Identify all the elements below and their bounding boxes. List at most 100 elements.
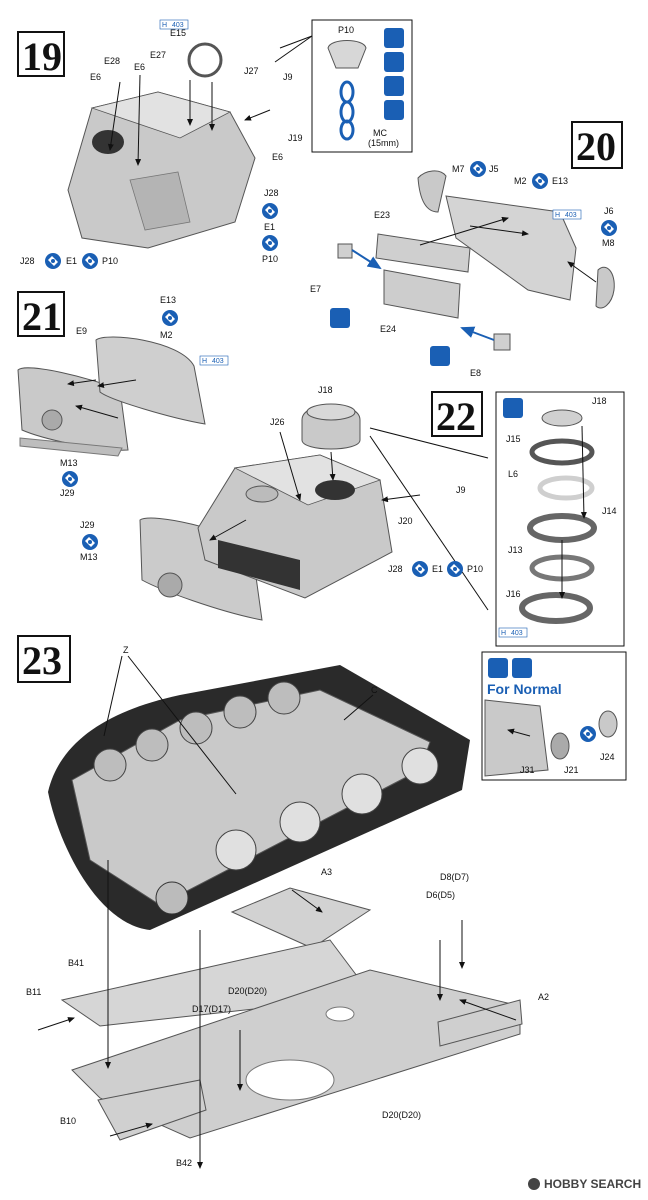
label-j21: J21 [564,765,579,775]
road-wheel [93,748,127,782]
label-e6-mid: E6 [134,62,145,72]
label-z: Z [123,645,129,655]
label-e13: E13 [552,176,568,186]
stowage-box-right [95,336,206,425]
label-e1-bottom: E1 [66,256,77,266]
label-j28-bottom: J28 [20,256,35,266]
do-not-cement-icon [430,346,450,366]
hatch-opening [92,130,124,154]
step-23-panel: 23 Z C A3 D8( [17,635,549,1169]
label-p10-right: P10 [262,254,278,264]
label-e9: E9 [76,326,87,336]
road-wheel [223,695,257,729]
label-d6: D6(D5) [426,890,455,900]
svg-text:403: 403 [511,630,523,637]
times-three-icon [384,76,404,96]
cement-icon [532,173,548,189]
label-e13: E13 [160,295,176,305]
paint-icon [488,658,508,678]
label-d8: D8(D7) [440,872,469,882]
label-m13-lower: M13 [80,552,98,562]
part-j21 [550,732,570,760]
step-number: 20 [576,124,616,169]
svg-text:403: 403 [212,358,224,365]
do-not-cement-icon [330,308,350,328]
label-c: C [371,685,378,695]
ring-part-e15 [187,42,223,78]
label-j6: J6 [604,206,614,216]
h-403-tag: H 403 [498,627,528,638]
label-b10: B10 [60,1116,76,1126]
label-e6-left: E6 [90,72,101,82]
ring-j15 [529,438,595,466]
cement-icon [262,235,278,251]
watermark: HOBBY SEARCH [528,1177,641,1191]
road-wheel [215,829,257,871]
label-j9: J9 [283,72,293,82]
label-j19: J19 [288,133,303,143]
cement-icon [82,534,98,550]
label-d17: D17(D17) [192,1004,231,1014]
label-e23: E23 [374,210,390,220]
road-wheel [401,747,439,785]
cement-icon [580,726,596,742]
road-wheel [267,681,301,715]
paint-icon [384,28,404,48]
road-wheel [341,773,383,815]
label-j16: J16 [506,589,521,599]
label-j18-ring: J18 [592,396,607,406]
step-21-panel: 21 E9 E13 M2 M13 J29 J29 M13 [17,291,263,621]
road-wheel [179,711,213,745]
label-d20-bottom: D20(D20) [382,1110,421,1120]
hobby-search-logo-icon [528,1178,540,1190]
label-j31: J31 [520,765,535,775]
cement-icon [45,253,61,269]
label-j9: J9 [456,485,466,495]
label-l6: L6 [508,469,518,479]
label-p10-bottom: P10 [102,256,118,266]
step-number-box [431,391,483,437]
part-a3 [230,887,372,949]
sprocket [155,881,189,915]
step-number: 22 [436,394,476,439]
ring-j16 [519,592,593,624]
label-j13: J13 [508,545,523,555]
label-j24: J24 [600,752,615,762]
label-j28-right: J28 [264,188,279,198]
label-j26: J26 [270,417,285,427]
label-b11: B11 [26,987,41,997]
svg-text:H: H [202,358,207,365]
label-j5: J5 [489,164,499,174]
label-m2: M2 [514,176,527,186]
label-e7: E7 [310,284,321,294]
label-m7: M7 [452,164,465,174]
cement-icon [62,471,78,487]
label-p10: P10 [467,564,483,574]
label-j20: J20 [398,516,413,526]
watermark-text: HOBBY SEARCH [544,1177,641,1191]
label-e24: E24 [380,324,396,334]
ring-j18 [541,409,583,427]
cement-icon [384,100,404,120]
road-wheel [279,801,321,843]
label-j28: J28 [388,564,403,574]
label-j15: J15 [506,434,521,444]
label-j29: J29 [60,488,75,498]
part-e24 [383,269,461,319]
part-e7 [337,243,353,259]
cement-icon [447,561,463,577]
step-number-box [17,635,71,683]
h-403-tag: H 403 [552,209,582,220]
label-e1: E1 [432,564,443,574]
step-number: 23 [22,638,62,683]
svg-text:H: H [555,212,560,219]
for-normal-label: For Normal [487,681,562,697]
cement-icon [470,161,486,177]
svg-text:H: H [162,22,167,29]
label-mc-length: (15mm) [368,138,399,148]
cement-icon [82,253,98,269]
label-d20-top: D20(D20) [228,986,267,996]
road-wheel [135,728,169,762]
label-p10-chain: P10 [338,25,354,35]
step-number: 21 [22,294,62,339]
